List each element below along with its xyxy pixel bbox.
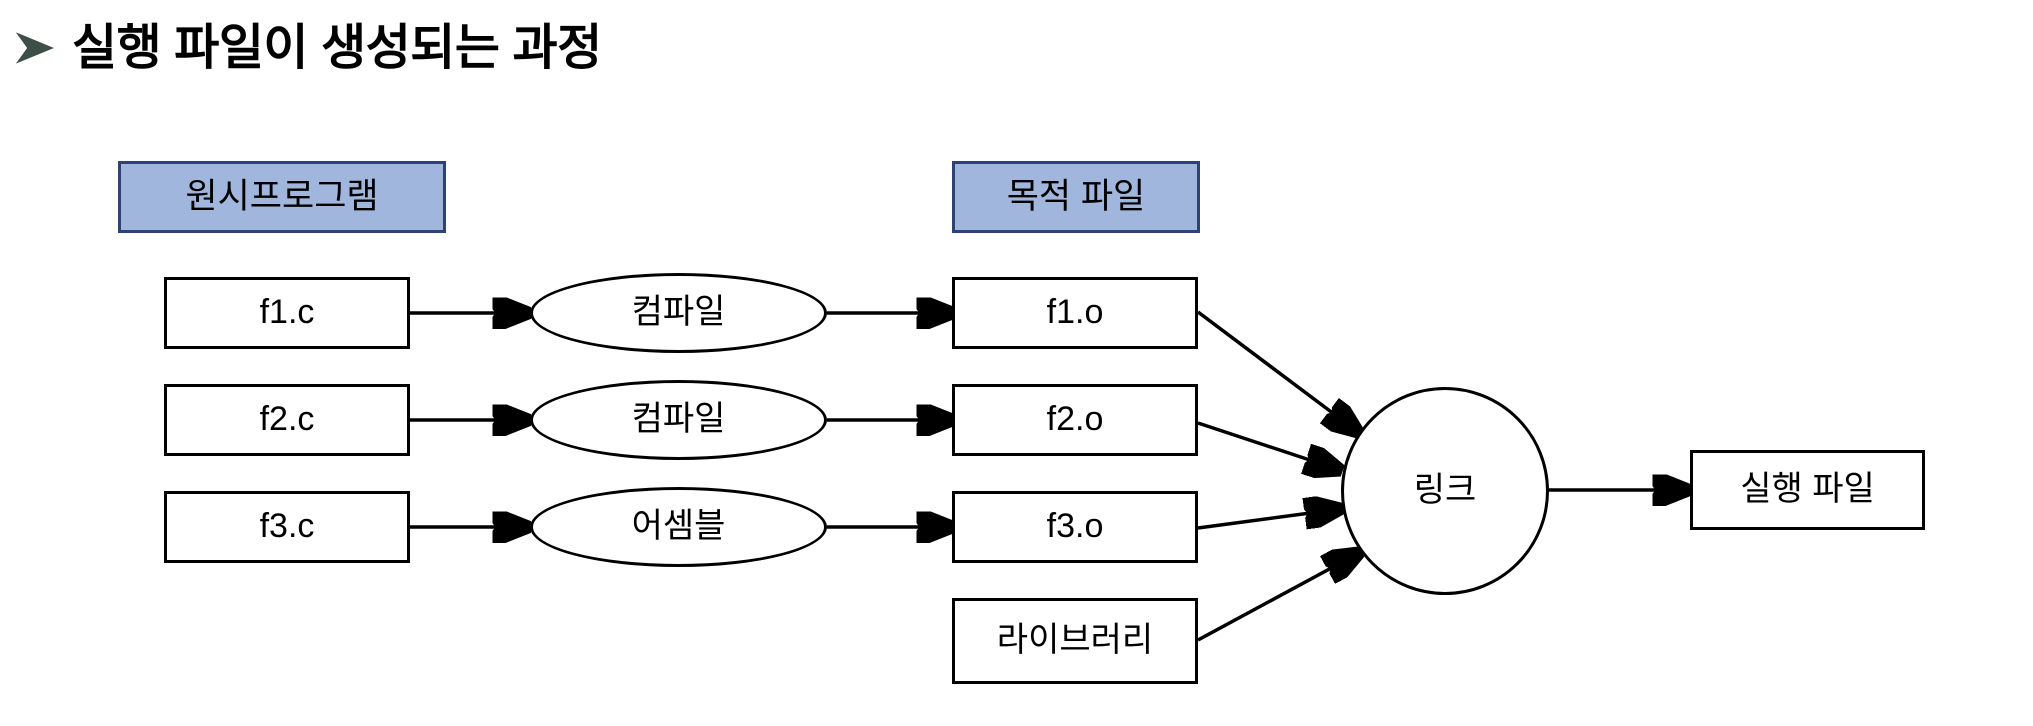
edge-f3o-link <box>1197 509 1340 530</box>
process-compile-2[interactable]: 컴파일 <box>530 380 827 460</box>
object-file-f3o[interactable]: f3.o <box>952 491 1198 563</box>
arrowhead-bullet-icon <box>15 32 54 64</box>
object-file-f1o[interactable]: f1.o <box>952 277 1198 349</box>
process-assemble[interactable]: 어셈블 <box>530 487 827 567</box>
source-file-f1c[interactable]: f1.c <box>164 277 410 349</box>
linker-circle[interactable]: 링크 <box>1341 387 1549 595</box>
edge-f1o-link <box>1196 310 1358 432</box>
object-file-f2o[interactable]: f2.o <box>952 384 1198 456</box>
edge-library-link <box>1197 553 1359 642</box>
source-file-f3c[interactable]: f3.c <box>164 491 410 563</box>
executable-file-box[interactable]: 실행 파일 <box>1690 450 1925 530</box>
page-title: 실행 파일이 생성되는 과정 <box>72 20 602 75</box>
source-file-f2c[interactable]: f2.c <box>164 384 410 456</box>
process-compile-1[interactable]: 컴파일 <box>530 273 827 353</box>
library-box[interactable]: 라이브러리 <box>952 598 1198 684</box>
header-object-file: 목적 파일 <box>952 161 1200 233</box>
slide-title-row: 실행 파일이 생성되는 과정 <box>0 8 1200 88</box>
header-source-program: 원시프로그램 <box>118 161 446 233</box>
edge-f2o-link <box>1197 421 1340 470</box>
